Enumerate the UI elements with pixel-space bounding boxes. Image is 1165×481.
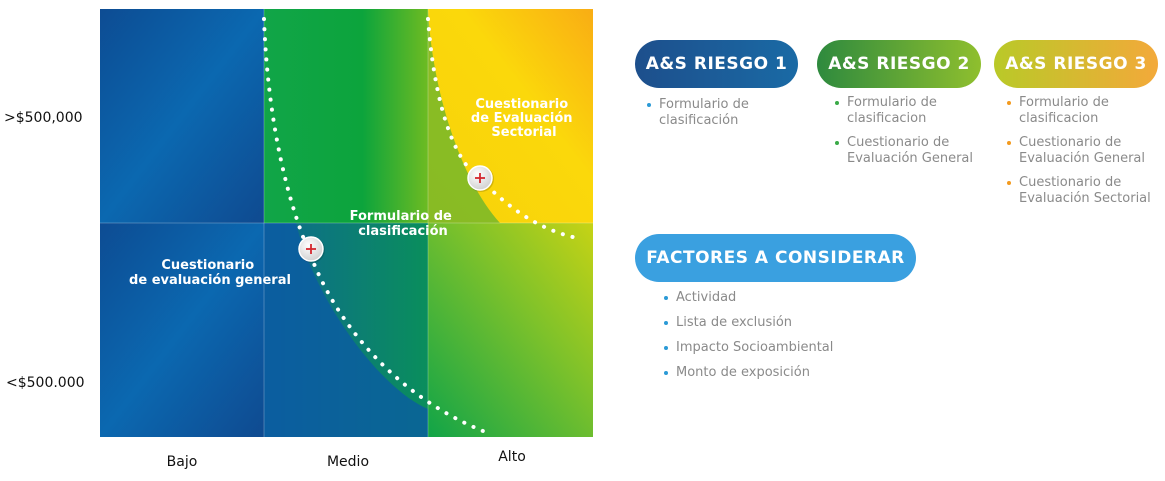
x-label-alto: Alto [498, 449, 526, 465]
list-item: Lista de exclusión [664, 315, 864, 331]
riesgo-1-list: Formulario de clasificación [647, 97, 777, 137]
x-label-medio: Medio [326, 454, 370, 470]
list-item: Cuestionario de Evaluación Sectorial [1007, 175, 1163, 207]
riesgo-3-badge[interactable]: A&S RIESGO 3 [994, 40, 1158, 88]
x-label-bajo: Bajo [166, 454, 198, 470]
cell-high-bajo [100, 9, 264, 223]
riesgo-1-badge[interactable]: A&S RIESGO 1 [635, 40, 798, 88]
list-item: Actividad [664, 290, 864, 306]
list-item: Impacto Socioambiental [664, 340, 864, 356]
zone-label-sectorial: Cuestionario de Evaluación Sectorial [471, 97, 577, 140]
cell-high-medio [264, 9, 428, 223]
zone-label-clasificacion: Formulario de clasificación [350, 209, 457, 239]
zone-clasificacion-overlay [428, 9, 500, 223]
riesgo-2-list: Formulario de clasificacion Cuestionario… [835, 95, 975, 175]
cell-low-alto [428, 223, 593, 437]
plus-icon [475, 173, 485, 183]
zone-label-general: Cuestionario de evaluación general [129, 258, 291, 288]
list-item: Cuestionario de Evaluación General [1007, 135, 1163, 167]
list-item: Formulario de clasificacion [835, 95, 975, 127]
y-label-low: <$500.000 [6, 375, 85, 391]
plus-icon [306, 244, 316, 254]
riesgo-3-list: Formulario de clasificacion Cuestionario… [1007, 95, 1163, 215]
zone-general-overlay [264, 223, 428, 437]
risk-matrix: Cuestionario de evaluación general Formu… [100, 9, 593, 437]
list-item: Formulario de clasificacion [1007, 95, 1163, 127]
y-label-high: >$500,000 [4, 110, 83, 126]
plus-button-alto[interactable] [467, 165, 494, 192]
plus-button-medio[interactable] [298, 236, 325, 263]
factores-list: Actividad Lista de exclusión Impacto Soc… [664, 290, 864, 390]
factores-badge[interactable]: FACTORES A CONSIDERAR [635, 234, 916, 282]
list-item: Cuestionario de Evaluación General [835, 135, 975, 167]
list-item: Formulario de clasificación [647, 97, 777, 129]
riesgo-2-badge[interactable]: A&S RIESGO 2 [817, 40, 981, 88]
cell-low-bajo [100, 223, 264, 437]
list-item: Monto de exposición [664, 365, 864, 381]
